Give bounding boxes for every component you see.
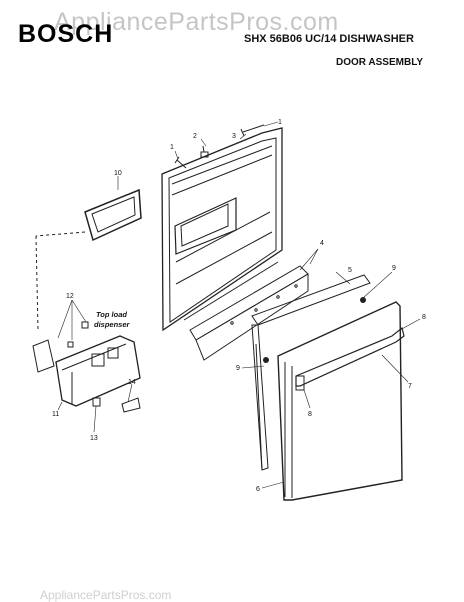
watermark-bottom: AppliancePartsPros.com [40,588,172,602]
gasket-part-10 [84,188,142,242]
callout-1: 1 [278,119,282,126]
callout-8b: 8 [308,411,312,418]
callout-12: 12 [66,293,74,300]
model-title: SHX 56B06 UC/14 DISHWASHER [244,33,414,45]
bracket-part-4 [189,265,309,361]
callout-6: 6 [256,486,260,493]
callout-2: 2 [193,133,197,140]
callout-4: 4 [320,240,324,247]
watermark-top: AppliancePartsPros.com [54,8,339,36]
callout-10: 10 [114,170,122,177]
inner-door-panel [161,127,283,332]
callout-7: 7 [408,383,412,390]
callout-8a: 8 [422,314,426,321]
callout-13: 13 [90,435,98,442]
callout-14: 14 [128,379,136,386]
top-load-note-line2: dispenser [94,320,131,329]
dispenser-part-11 [32,335,141,407]
section-title: DOOR ASSEMBLY [336,57,424,68]
callout-1-lower: 1 [170,144,174,151]
callout-11: 11 [52,411,59,418]
clip-part-12 [67,321,89,348]
callout-3: 3 [232,133,236,140]
screw-part-3 [174,156,187,169]
top-load-note-line1: Top load [96,310,127,319]
latch-part-14 [121,397,141,413]
outer-door-panel [277,301,403,501]
callout-9b: 9 [236,365,240,372]
callout-9a: 9 [392,265,396,272]
handle-part-8 [295,326,405,391]
brand-logo: BOSCH [18,20,114,48]
callout-5: 5 [348,267,352,274]
leader-lines [57,121,421,489]
screws-part-9 [263,297,366,363]
dashed-outline-10 [35,231,86,331]
panel-part-5 [251,274,371,471]
latch-part-13 [92,397,101,407]
screw-part-1 [240,124,265,137]
